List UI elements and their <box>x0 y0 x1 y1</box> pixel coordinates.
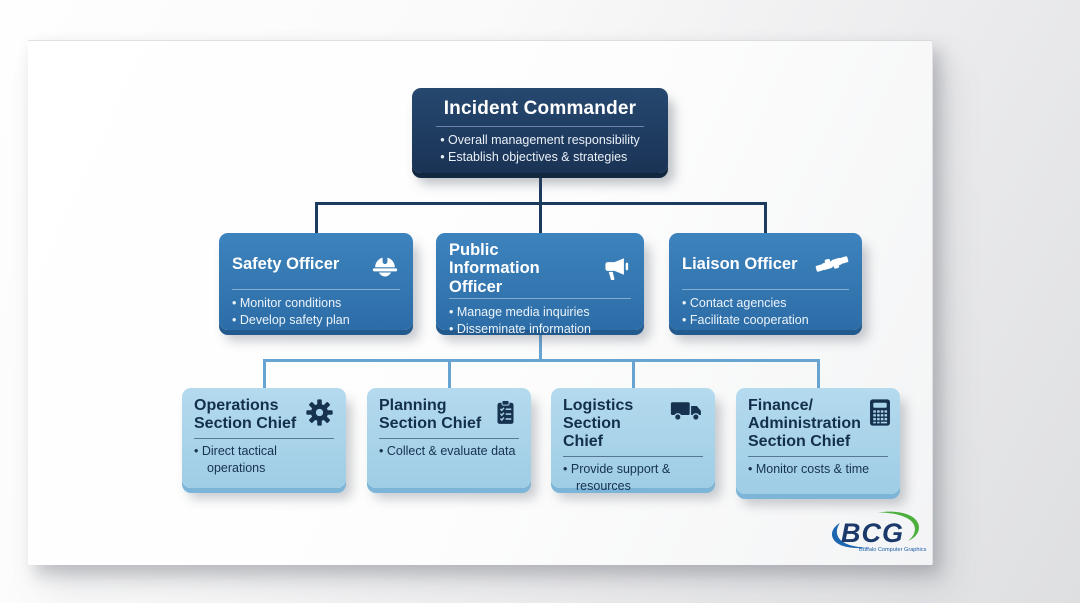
node-bullets: Overall management responsibility Establ… <box>440 132 640 166</box>
bullet-item: Manage media inquiries <box>449 304 631 321</box>
divider <box>232 289 400 290</box>
divider <box>194 438 334 440</box>
node-bullets: Direct tactical operations <box>194 443 334 477</box>
connector-drop-safety <box>315 202 318 236</box>
megaphone-icon <box>599 254 631 284</box>
node-bullets: Contact agencies Facilitate cooperation <box>682 295 849 329</box>
connector-pio-stem <box>539 330 542 362</box>
divider <box>435 126 645 127</box>
bullet-item: Direct tactical operations <box>194 443 334 477</box>
calculator-icon <box>867 398 893 427</box>
node-bullets: Collect & evaluate data <box>379 443 519 460</box>
node-incident-commander: Incident Commander Overall management re… <box>412 88 668 173</box>
connector-drop-pio <box>539 202 542 236</box>
node-title: Incident Commander <box>443 98 637 119</box>
bullet-item: Overall management responsibility <box>440 132 640 149</box>
divider <box>682 289 849 290</box>
bullet-item: Facilitate cooperation <box>682 312 849 329</box>
clipboard-icon <box>492 398 519 427</box>
connector-drop-finance <box>817 359 820 391</box>
connector-drop-operations <box>263 359 266 391</box>
bullet-item: Disseminate information <box>449 321 631 338</box>
node-liaison-officer: Liaison Officer Contact agencies Facilit… <box>669 233 862 330</box>
logo-text: BCG <box>841 518 904 548</box>
node-title: Liaison Officer <box>682 254 798 273</box>
node-safety-officer: Safety Officer Monitor conditions Develo… <box>219 233 413 330</box>
bullet-item: Monitor conditions <box>232 295 400 312</box>
divider <box>563 456 703 458</box>
connector-sections-bus <box>263 359 820 362</box>
bullet-item: Establish objectives & strategies <box>440 149 640 166</box>
logo-green-swoosh <box>878 511 919 541</box>
divider <box>748 456 888 458</box>
bullet-item: Develop safety plan <box>232 312 400 329</box>
node-bullets: Monitor conditions Develop safety plan <box>232 295 400 329</box>
connector-root-stem <box>539 170 542 205</box>
bullet-item: Provide support & resources <box>563 461 703 495</box>
node-bullets: Provide support & resources <box>563 461 703 495</box>
bullet-item: Collect & evaluate data <box>379 443 519 460</box>
connector-drop-planning <box>448 359 451 391</box>
gear-icon <box>305 398 334 427</box>
node-title: Safety Officer <box>232 254 340 273</box>
bcg-logo: BCG Buffalo Computer Graphics <box>826 509 930 559</box>
hard-hat-icon <box>370 249 400 279</box>
logo-subtext: Buffalo Computer Graphics <box>859 547 927 553</box>
node-bullets: Monitor costs & time <box>748 461 888 478</box>
logo-blue-swoosh <box>831 523 870 549</box>
truck-icon <box>670 398 703 424</box>
connector-drop-logistics <box>632 359 635 391</box>
handshake-icon <box>815 251 849 277</box>
node-bullets: Manage media inquiries Disseminate infor… <box>449 304 631 338</box>
bullet-item: Contact agencies <box>682 295 849 312</box>
connector-drop-liaison <box>764 202 767 236</box>
bullet-item: Monitor costs & time <box>748 461 888 478</box>
divider <box>449 298 631 300</box>
divider <box>379 438 519 440</box>
